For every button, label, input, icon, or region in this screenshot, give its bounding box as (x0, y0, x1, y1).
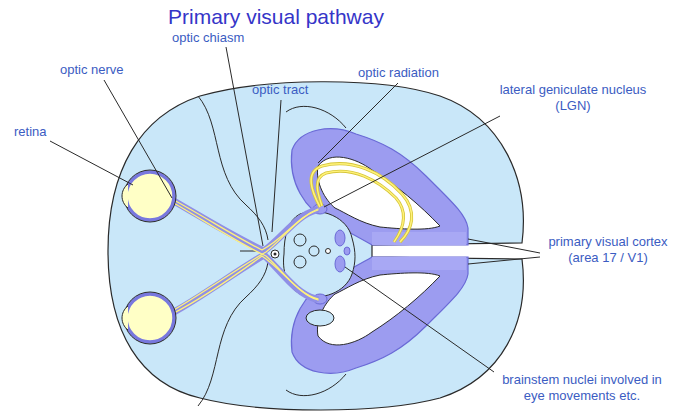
leader-line (324, 116, 500, 207)
eyeball-outline (124, 292, 176, 344)
label-text: primary visual cortex (area 17 / V1) (548, 234, 667, 265)
leader-line (318, 83, 398, 163)
eyeball (126, 172, 174, 220)
pituitary (271, 250, 279, 258)
leader-line (345, 267, 494, 372)
visual-cortex (372, 257, 466, 270)
callout-label: optic tract (252, 82, 308, 98)
leader-line (104, 80, 172, 198)
callout-label: optic radiation (358, 65, 439, 81)
radiation-fibre (317, 171, 403, 242)
aqueduct (326, 249, 331, 254)
callout-label: primary visual cortex (area 17 / V1) (543, 234, 673, 266)
label-text: optic chiasm (172, 30, 244, 45)
nerve-fibre (172, 202, 318, 299)
nerve-fibre (172, 210, 318, 311)
label-text: retina (14, 124, 47, 139)
brain-outline (108, 82, 523, 410)
callout-label: optic chiasm (172, 30, 244, 46)
label-text: optic nerve (60, 62, 124, 77)
callout-label: retina (14, 124, 47, 140)
leader-line (468, 257, 540, 264)
label-text: lateral geniculate nucleus (LGN) (500, 82, 647, 113)
leader-line (226, 47, 263, 246)
nucleus-circle (294, 234, 306, 246)
brainstem-nucleus (344, 247, 350, 255)
brainstem-nucleus (335, 230, 345, 246)
cornea (122, 306, 128, 330)
radiation-fibre (311, 164, 412, 242)
optic-nerve-band (172, 255, 264, 313)
leader-line (272, 100, 281, 232)
eyeball (126, 294, 174, 342)
label-text: optic tract (252, 82, 308, 97)
callout-label: brainstem nuclei involved in eye movemen… (490, 372, 674, 404)
callout-label: optic nerve (60, 62, 124, 78)
title-text: Primary visual pathway (168, 5, 384, 28)
eye (122, 292, 176, 344)
temporal-lobe-line (286, 106, 346, 128)
midbrain (271, 204, 355, 326)
nucleus-circle (309, 246, 319, 256)
optic-pathway (172, 199, 318, 314)
cornea (122, 184, 128, 208)
leader-line (468, 239, 540, 253)
leader-line (50, 141, 133, 185)
visual-cortex (372, 232, 466, 245)
label-text: optic radiation (358, 65, 439, 80)
label-text: brainstem nuclei involved in eye movemen… (502, 372, 662, 403)
pons (306, 310, 334, 326)
temporal-lobe-line (286, 374, 346, 396)
eye (122, 170, 176, 222)
title: Primary visual pathway (168, 5, 384, 29)
frontal-lobe-line (198, 262, 268, 406)
optic-radiation (311, 164, 412, 242)
callout-label: lateral geniculate nucleus (LGN) (482, 82, 664, 114)
nucleus-circle (294, 256, 306, 268)
brainstem-nucleus (335, 256, 345, 272)
leader-lines (50, 47, 540, 372)
radiation-fibre (311, 164, 412, 242)
radiation-fibre (317, 171, 403, 242)
pituitary (274, 253, 277, 256)
eyeball-outline (124, 170, 176, 222)
